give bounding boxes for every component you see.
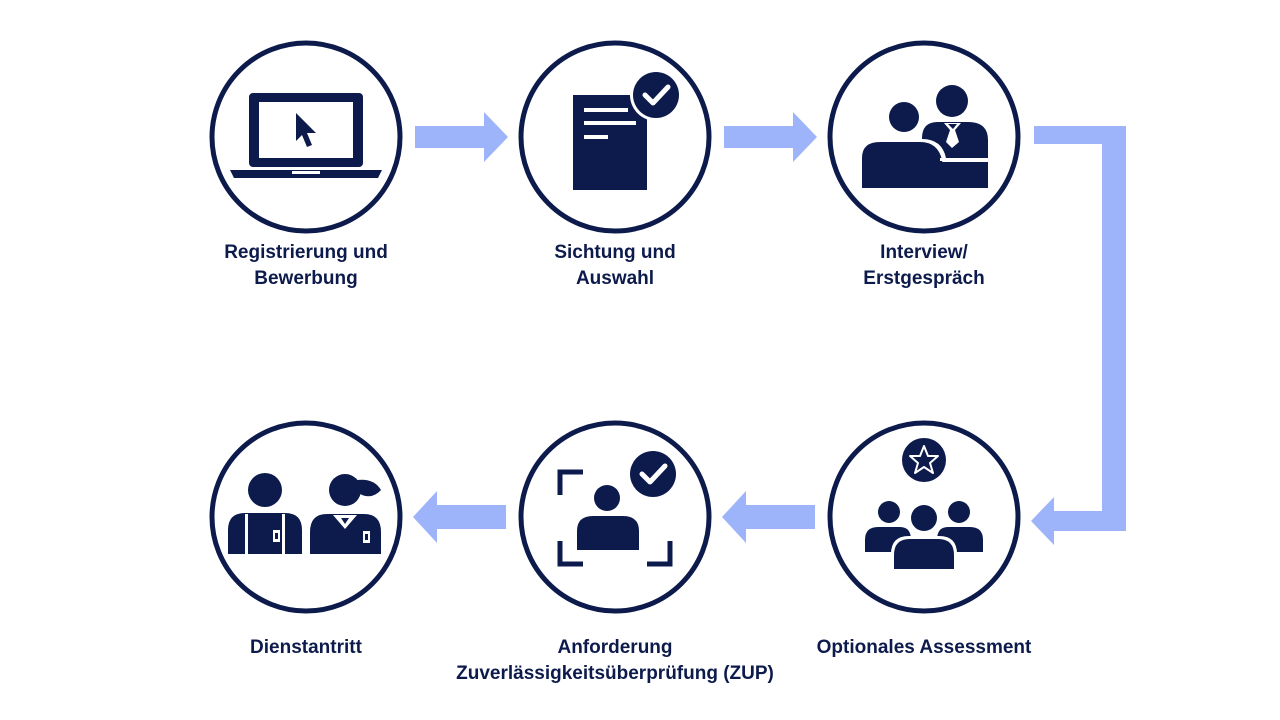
- label-line: Auswahl: [575, 268, 655, 289]
- step-reliability-check: [518, 420, 712, 614]
- step-screening: [518, 40, 712, 234]
- label-line: Zuverlässigkeitsüberprüfung (ZUP): [456, 663, 774, 684]
- person-scan-check-icon: [557, 448, 679, 567]
- document-check-icon: [573, 69, 682, 190]
- arrow-step1-to-step2: [415, 112, 508, 162]
- label-line: Erstgespräch: [863, 268, 985, 289]
- label-line: Bewerbung: [254, 268, 358, 289]
- interview-people-icon: [858, 85, 988, 188]
- label-line: Interview/: [880, 242, 968, 263]
- step-label-assessment: Optionales Assessment: [724, 635, 1124, 661]
- label-line: Dienstantritt: [250, 637, 362, 658]
- step-label-registration: Registrierung und Bewerbung: [106, 240, 506, 292]
- arrow-step3-to-step4-connector: [1031, 126, 1126, 545]
- step-registration: [209, 40, 403, 234]
- label-line: Registrierung und: [224, 242, 388, 263]
- step-label-screening: Sichtung und Auswahl: [415, 240, 815, 292]
- step-assessment: [827, 420, 1021, 614]
- arrow-step2-to-step3: [724, 112, 817, 162]
- step-start-of-service: [209, 420, 403, 614]
- two-employees-icon: [228, 473, 381, 554]
- group-star-icon: [865, 438, 983, 569]
- step-label-interview: Interview/ Erstgespräch: [724, 240, 1124, 292]
- laptop-cursor-icon: [230, 93, 382, 178]
- label-line: Sichtung und: [554, 242, 676, 263]
- label-line: Anforderung: [557, 637, 673, 658]
- step-interview: [827, 40, 1021, 234]
- star-badge-icon: [902, 438, 946, 482]
- step-label-start-of-service: Dienstantritt: [106, 635, 506, 661]
- step-circle: [209, 420, 403, 614]
- step-label-reliability-check: Anforderung Zuverlässigkeitsüberprüfung …: [415, 635, 815, 687]
- arrow-step4-to-step5: [722, 491, 815, 543]
- label-line: Optionales Assessment: [816, 637, 1032, 658]
- arrow-step5-to-step6: [413, 491, 506, 543]
